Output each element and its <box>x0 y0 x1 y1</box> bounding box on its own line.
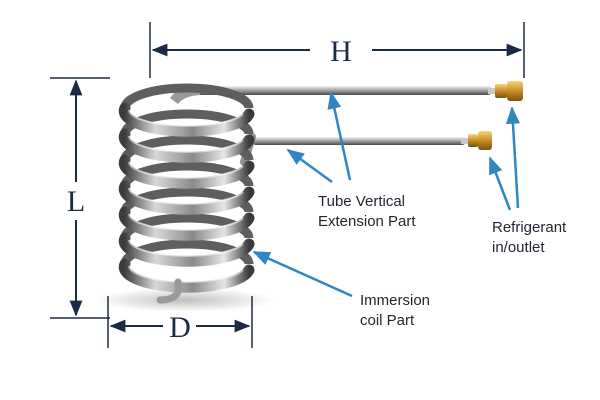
lower-fitting-body <box>478 131 492 150</box>
dimension-d: D <box>107 296 253 348</box>
lower-extension-tube <box>252 137 466 145</box>
coil-shadow <box>95 288 275 312</box>
immersion-arrow <box>252 250 353 298</box>
coil-turn-highlight <box>128 213 244 231</box>
immersion-coil <box>118 83 255 293</box>
extension-label-line-1: Tube Vertical <box>318 193 405 210</box>
d-label: D <box>169 311 191 344</box>
lower-fitting-collar <box>461 138 469 144</box>
extension-label-line-2: Extension Part <box>318 213 416 230</box>
upper-extension-tube <box>196 86 492 95</box>
coil-bottom-outlet <box>156 278 183 304</box>
immersion-label-line-2: coil Part <box>360 312 415 329</box>
coil-turn-front <box>118 206 255 241</box>
refrigerant-fittings <box>461 81 523 150</box>
coil-turn-front <box>118 180 255 215</box>
coil-turn-highlight <box>128 161 244 179</box>
callout-labels: Tube Vertical Extension Part Refrigerant… <box>318 193 567 329</box>
upper-fitting-nut <box>495 84 507 98</box>
callout-arrows <box>252 91 520 298</box>
dimension-h: H <box>149 22 525 78</box>
coil-turn-front <box>118 128 255 163</box>
h-label: H <box>330 35 352 68</box>
l-label: L <box>67 185 85 218</box>
coil-turn-highlight <box>128 109 244 127</box>
extension-arrow-lower <box>286 148 333 184</box>
dimension-l: L <box>50 77 110 319</box>
refrigerant-label-line-1: Refrigerant <box>492 219 567 236</box>
coil-turn-highlight <box>128 239 244 257</box>
coil-turn-back <box>120 83 254 109</box>
immersion-label-line-1: Immersion <box>360 292 430 309</box>
coil-turn-highlight <box>128 135 244 153</box>
refrigerant-label-line-2: in/outlet <box>492 239 545 256</box>
coil-turn-front <box>118 154 255 189</box>
lower-fitting-nut <box>468 134 478 147</box>
upper-fitting-collar <box>488 88 496 94</box>
extension-arrow-upper <box>327 91 352 181</box>
upper-fitting-body <box>507 81 523 101</box>
coil-turn-highlight <box>128 187 244 205</box>
coil-turn-front <box>118 102 255 137</box>
refrigerant-arrow-upper <box>505 106 520 209</box>
coil-turn-front <box>118 232 255 267</box>
refrigerant-arrow-lower <box>488 156 512 211</box>
